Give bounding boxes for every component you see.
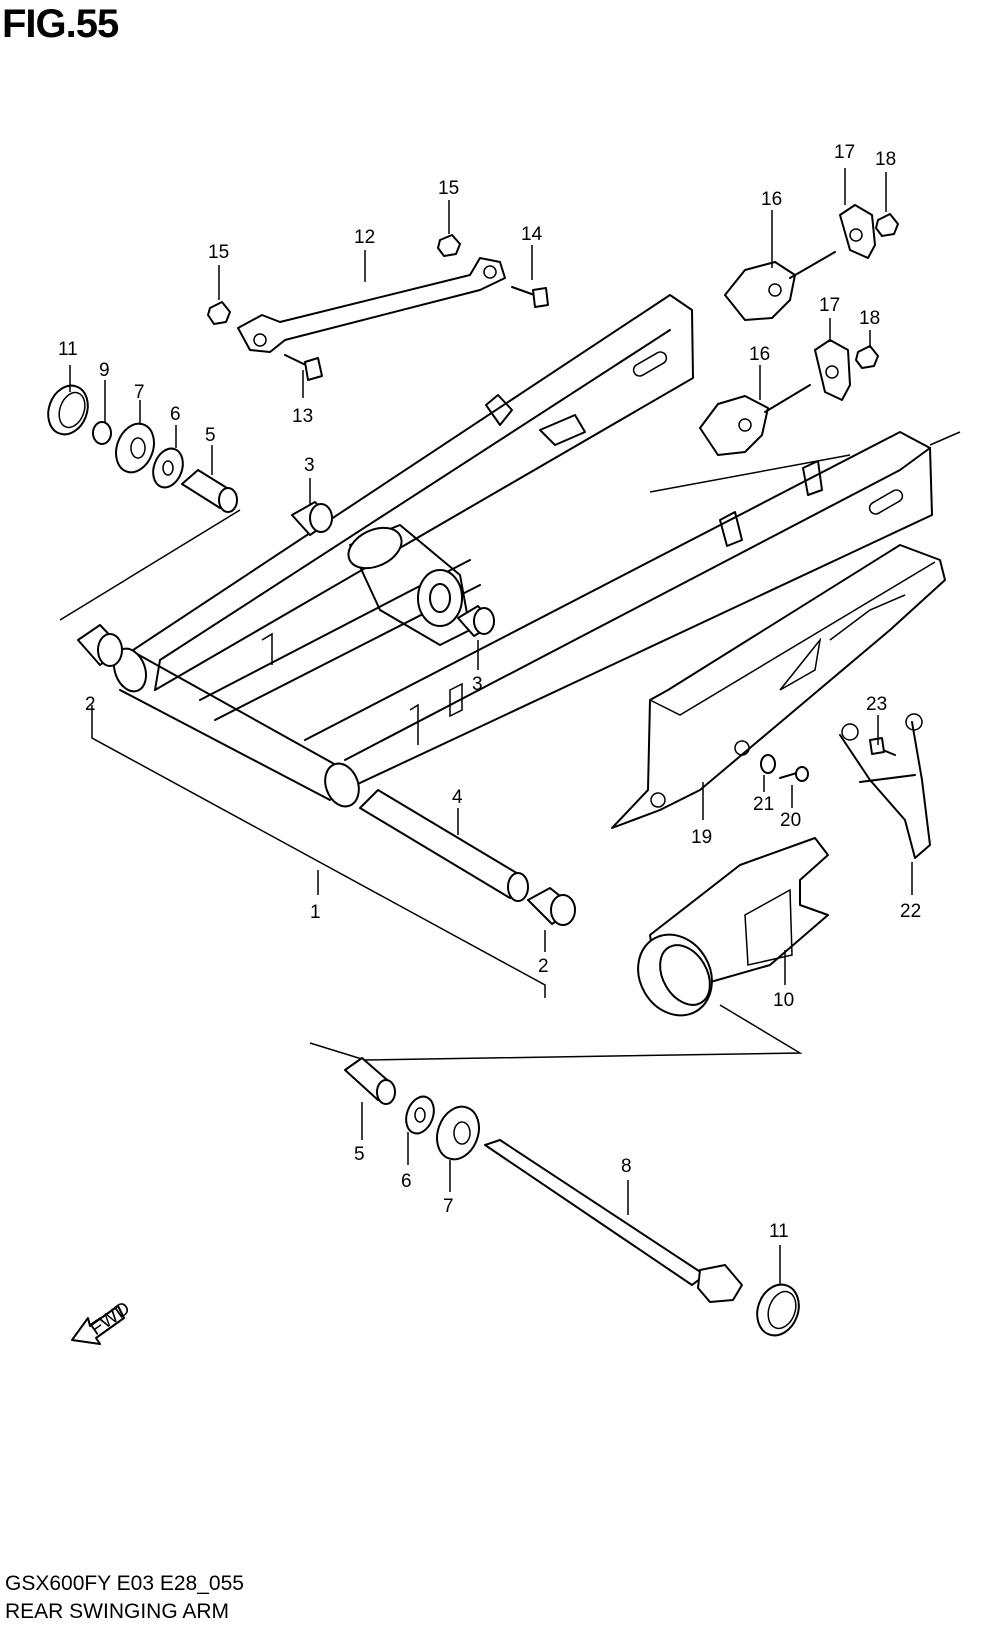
callout-6-upper: 6 bbox=[170, 404, 181, 425]
callout-23: 23 bbox=[866, 694, 887, 715]
bolt-14[interactable] bbox=[511, 286, 549, 308]
cap-11-lower[interactable] bbox=[750, 1279, 805, 1342]
bushing-2-left[interactable] bbox=[77, 624, 123, 667]
bushing-3-upper[interactable] bbox=[291, 501, 333, 536]
callout-6-lower: 6 bbox=[401, 1171, 412, 1192]
callout-22: 22 bbox=[900, 901, 921, 922]
callout-7-upper: 7 bbox=[134, 382, 145, 403]
callout-4: 4 bbox=[452, 787, 463, 808]
callout-16-upper: 16 bbox=[761, 189, 782, 210]
bushing-2-right[interactable] bbox=[527, 887, 576, 926]
callout-18-lower: 18 bbox=[859, 308, 880, 329]
callout-16-lower: 16 bbox=[749, 344, 770, 365]
callout-9: 9 bbox=[99, 360, 110, 381]
callout-15-left: 15 bbox=[208, 242, 229, 263]
washer-21[interactable] bbox=[760, 754, 776, 774]
callout-11-upper: 11 bbox=[58, 339, 78, 360]
screw-20[interactable] bbox=[779, 766, 809, 782]
spacer-5-lower[interactable] bbox=[344, 1057, 396, 1105]
callout-17-lower: 17 bbox=[819, 295, 840, 316]
callout-13: 13 bbox=[292, 406, 313, 427]
callout-17-upper: 17 bbox=[834, 142, 855, 163]
callout-3-lower: 3 bbox=[472, 674, 483, 695]
model-code: GSX600FY E03 E28_055 bbox=[5, 1572, 244, 1595]
bolt-23[interactable] bbox=[869, 737, 896, 756]
callout-labels: 1 2 2 3 3 4 5 5 6 6 7 7 8 9 10 11 11 12 … bbox=[58, 142, 921, 1242]
bolt-13[interactable] bbox=[284, 354, 323, 381]
bushing-3-lower[interactable] bbox=[457, 605, 495, 637]
callout-19: 19 bbox=[691, 827, 712, 848]
callout-3-upper: 3 bbox=[304, 455, 315, 476]
nut-18-upper[interactable] bbox=[875, 213, 899, 237]
chain-guide-10[interactable] bbox=[624, 837, 829, 1029]
chain-adjuster-16-upper[interactable] bbox=[724, 251, 836, 321]
nut-15-right[interactable] bbox=[437, 234, 461, 257]
figure-name: REAR SWINGING ARM bbox=[5, 1600, 230, 1623]
callout-1: 1 bbox=[310, 902, 321, 923]
callout-8: 8 bbox=[621, 1156, 632, 1177]
callout-11-lower: 11 bbox=[769, 1221, 789, 1242]
fwd-label: FWD bbox=[87, 1298, 134, 1340]
assembly-line-left bbox=[59, 509, 241, 621]
adjuster-plate-17-lower[interactable] bbox=[814, 339, 851, 401]
pivot-shaft-8[interactable] bbox=[484, 1139, 743, 1303]
torque-link-12[interactable] bbox=[237, 257, 506, 353]
callout-18-upper: 18 bbox=[875, 149, 896, 170]
spacer-4[interactable] bbox=[359, 789, 529, 902]
spacer-5-upper[interactable] bbox=[181, 469, 238, 513]
callout-21: 21 bbox=[753, 794, 774, 815]
callout-15-right: 15 bbox=[438, 178, 459, 199]
washer-7-upper[interactable] bbox=[110, 418, 161, 477]
callout-12: 12 bbox=[354, 227, 375, 248]
swing-arm[interactable] bbox=[108, 294, 933, 811]
washer-6-lower[interactable] bbox=[401, 1093, 438, 1138]
callout-14: 14 bbox=[521, 224, 543, 245]
nut-9[interactable] bbox=[92, 421, 112, 445]
callout-20: 20 bbox=[780, 810, 801, 831]
assembly-line-chain bbox=[649, 431, 961, 493]
washer-6-upper[interactable] bbox=[148, 444, 188, 491]
assembly-line-lower bbox=[309, 1004, 803, 1061]
forward-arrow-icon: FWD bbox=[71, 1298, 134, 1345]
callout-2-right: 2 bbox=[538, 956, 549, 977]
cap-11-upper[interactable] bbox=[42, 380, 95, 440]
callout-10: 10 bbox=[773, 990, 794, 1011]
washer-7-lower[interactable] bbox=[430, 1101, 486, 1165]
chain-adjuster-16-lower[interactable] bbox=[699, 384, 811, 456]
nut-15-left[interactable] bbox=[207, 301, 231, 325]
chain-case-19[interactable] bbox=[611, 544, 946, 829]
bracket-22[interactable] bbox=[839, 713, 931, 859]
callout-2-left: 2 bbox=[85, 694, 96, 715]
callout-5-lower: 5 bbox=[354, 1144, 365, 1165]
leader-lines bbox=[69, 168, 913, 1285]
callout-5-upper: 5 bbox=[205, 425, 216, 446]
nut-18-lower[interactable] bbox=[855, 345, 879, 369]
adjuster-plate-17-upper[interactable] bbox=[839, 204, 876, 259]
callout-7-lower: 7 bbox=[443, 1196, 454, 1217]
figure-title: FIG.55 bbox=[2, 2, 119, 46]
